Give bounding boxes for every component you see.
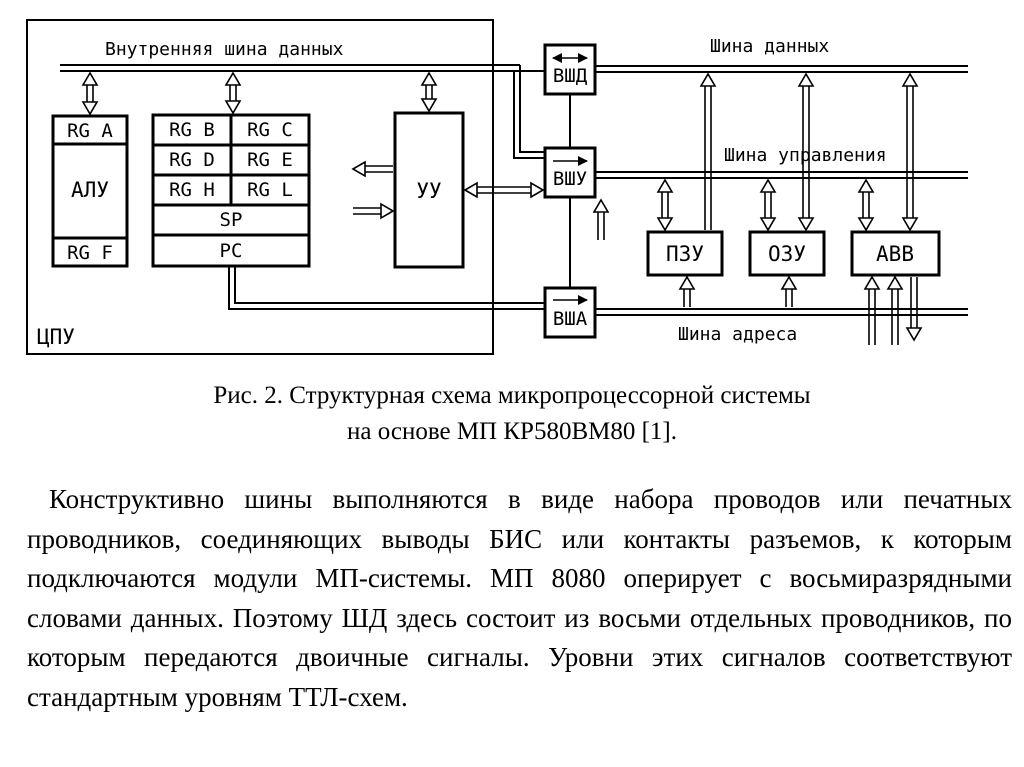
address-bus-label: Шина адреса <box>678 324 797 345</box>
data-bus <box>595 65 968 73</box>
bshu-in-arrow <box>592 198 610 240</box>
bshu-label: ВШУ <box>553 168 587 190</box>
internal-to-bshu-link <box>513 71 545 159</box>
rg-b-label: RG B <box>169 119 215 141</box>
io-in-arrow-2 <box>886 275 904 345</box>
rg-d-label: RG D <box>169 149 215 171</box>
internal-bus-label: Внутренняя шина данных <box>105 39 344 60</box>
pc-label: PC <box>220 240 243 262</box>
rg-f-block <box>51 236 129 268</box>
rg-e-block <box>229 143 311 177</box>
address-bus <box>595 308 968 316</box>
data-bus-label: Шина данных <box>710 36 829 57</box>
control-bus <box>595 171 968 179</box>
io-block <box>850 230 941 277</box>
ram-block <box>748 230 826 277</box>
control-bus-ram-arrow <box>759 178 777 232</box>
rg-e-label: RG E <box>247 149 293 171</box>
microprocessor-structure-diagram: ЦПУ Внутренняя шина данных Шина данных Ш… <box>26 19 968 355</box>
cpu-label: ЦПУ <box>37 325 75 349</box>
rom-label: ПЗУ <box>666 242 704 266</box>
rg-h-label: RG H <box>169 179 215 201</box>
rg-f-label: RG F <box>67 242 113 264</box>
rg-h-block <box>151 173 233 207</box>
control-unit-label: УУ <box>416 179 441 203</box>
bus-connection-arrows <box>81 71 923 345</box>
rom-block <box>646 230 724 277</box>
ram-label: ОЗУ <box>768 242 806 266</box>
data-bus-io-arrow <box>901 72 919 232</box>
figure-caption: Рис. 2. Структурная схема микропроцессор… <box>0 378 1024 450</box>
rg-c-label: RG C <box>247 119 293 141</box>
bsha-label: ВША <box>553 308 588 330</box>
io-label: АВВ <box>876 242 914 266</box>
io-out-arrow <box>905 277 923 342</box>
data-bus-ram-arrow <box>797 72 815 232</box>
control-bus-label: Шина управления <box>724 145 887 166</box>
alu-label: АЛУ <box>71 178 109 202</box>
address-bus-rom-arrow <box>678 275 696 307</box>
io-in-arrow-1 <box>863 275 881 345</box>
address-bus-ram-arrow <box>780 275 798 307</box>
control-unit-out-arrow <box>351 160 393 178</box>
internal-data-bus <box>60 64 520 72</box>
pc-to-bsha-link <box>228 266 545 310</box>
body-paragraph: Конструктивно шины выполняются в виде на… <box>27 484 1012 712</box>
rg-a-label: RG A <box>67 120 113 142</box>
sp-label: SP <box>220 209 243 231</box>
data-bus-rom-arrow <box>699 72 717 230</box>
control-bus-io-arrow <box>857 178 875 232</box>
caption-line-1: Рис. 2. Структурная схема микропроцессор… <box>213 382 811 409</box>
internal-bus-registers-arrow <box>224 71 242 115</box>
internal-bus-control-unit-arrow <box>420 71 438 113</box>
bshd-label: ВШД <box>553 65 588 87</box>
caption-line-2: на основе МП КР580ВМ80 [1]. <box>347 418 677 445</box>
rg-l-label: RG L <box>247 179 293 201</box>
control-bus-rom-arrow <box>656 178 674 232</box>
internal-bus-rg-a-arrow <box>81 71 99 116</box>
pc-block <box>151 233 311 268</box>
control-unit-bshu-arrow <box>463 181 545 199</box>
control-unit-in-arrow <box>353 202 395 220</box>
control-unit-block <box>393 111 465 269</box>
sp-block <box>151 203 311 237</box>
